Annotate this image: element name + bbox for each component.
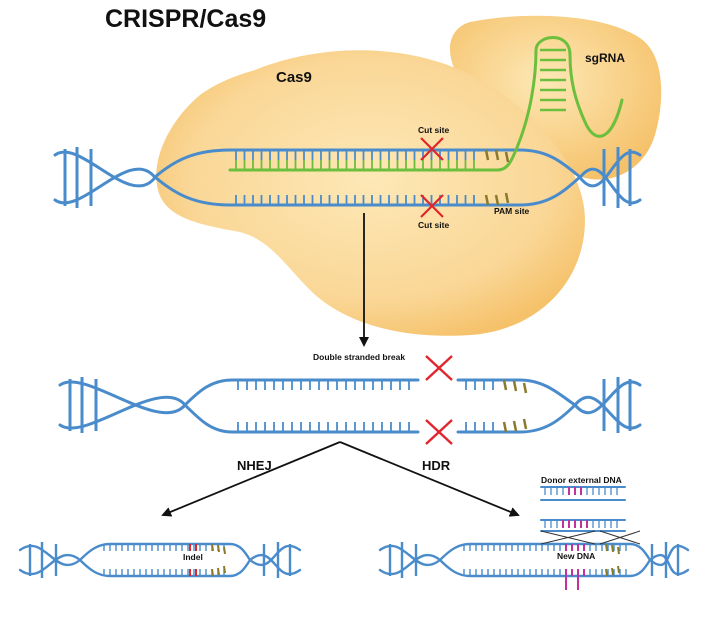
- dna-strand: [378, 553, 442, 576]
- break-mark-top: [425, 355, 453, 381]
- sgrna-strand: [228, 143, 520, 172]
- dna-strand: [18, 544, 82, 567]
- crossover-line: [540, 530, 596, 545]
- pam-base: [504, 192, 510, 204]
- cut-mark-bottom: [420, 194, 444, 218]
- cut-site-top-label: Cut site: [418, 125, 449, 135]
- dna-layer: [18, 36, 690, 590]
- pam-base: [605, 543, 608, 552]
- dna-strand: [18, 553, 82, 576]
- dna-strand: [248, 544, 302, 567]
- dna-strand: [573, 395, 642, 430]
- dna-bottom-strand: [438, 558, 652, 578]
- cas9-label: Cas9: [276, 69, 312, 86]
- sgrna-label: sgRNA: [585, 51, 625, 65]
- dna-strand: [578, 150, 642, 188]
- cut-mark-top: [420, 137, 444, 161]
- dna-strand: [573, 380, 642, 415]
- pam-base: [504, 151, 510, 163]
- sgrna-blob: [450, 15, 662, 180]
- pam-base: [217, 544, 220, 553]
- pam-base: [211, 568, 214, 577]
- pam-base: [611, 567, 614, 576]
- sgrna-hairpin: [516, 36, 624, 147]
- pam-base: [223, 565, 226, 574]
- dna-strand: [248, 553, 302, 576]
- pam-site-label: PAM site: [494, 206, 530, 216]
- diagram-title: CRISPR/Cas9: [105, 5, 266, 33]
- cas9-protein-blob: [156, 50, 585, 336]
- pam-base: [484, 149, 490, 161]
- pam-base: [502, 421, 508, 433]
- dna-bottom-strand: [456, 403, 577, 434]
- cut-site-bottom-label: Cut site: [418, 220, 449, 230]
- pam-base: [617, 565, 620, 574]
- dna-strand: [648, 553, 690, 576]
- double-stranded-break-label: Double stranded break: [313, 352, 405, 362]
- pam-base: [223, 546, 226, 555]
- dna-top-strand: [183, 378, 420, 407]
- dna-strand: [378, 544, 442, 567]
- pam-base: [617, 546, 620, 555]
- dna-top-strand: [456, 378, 577, 407]
- pam-base: [512, 420, 518, 432]
- dna-bottom-strand: [183, 403, 420, 434]
- break-mark-bottom: [425, 419, 453, 445]
- pam-base: [522, 382, 528, 394]
- dna-top-strand: [153, 148, 582, 179]
- pam-base: [217, 567, 220, 576]
- nhej-label: NHEJ: [237, 458, 272, 473]
- pam-base: [512, 380, 518, 392]
- hdr-label: HDR: [422, 458, 451, 473]
- pam-base: [522, 418, 528, 430]
- dna-top-strand: [438, 542, 652, 562]
- donor-external-dna-label: Donor external DNA: [541, 475, 622, 485]
- dna-strand: [648, 544, 690, 567]
- pam-base: [605, 568, 608, 577]
- pam-base: [211, 543, 214, 552]
- pam-base: [502, 379, 508, 391]
- pam-base: [494, 149, 500, 161]
- new-dna-label: New DNA: [557, 551, 595, 561]
- pam-base: [611, 544, 614, 553]
- dna-bottom-strand: [153, 175, 582, 207]
- crossover-line: [599, 530, 641, 545]
- pam-base: [484, 194, 490, 206]
- pam-base: [494, 194, 500, 206]
- arrow-to-nhej: [161, 441, 341, 517]
- dna-strand: [578, 167, 642, 205]
- indel-label: Indel: [183, 552, 203, 562]
- arrow-to-hdr: [339, 441, 520, 517]
